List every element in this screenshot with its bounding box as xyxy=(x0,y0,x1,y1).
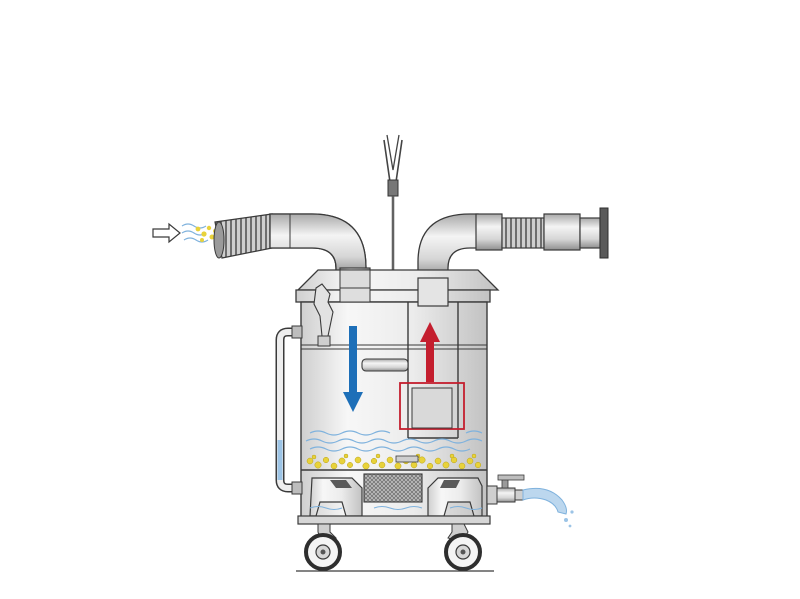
separator-grate xyxy=(301,455,487,503)
caster-wheel-right xyxy=(444,523,482,571)
lid-latch xyxy=(313,283,334,347)
inlet-arrow-icon xyxy=(152,222,181,244)
drain-liquid-stream xyxy=(522,487,574,528)
liquid-level xyxy=(305,430,483,452)
grounding-clamp xyxy=(383,134,403,270)
outlet-elbow-pipe xyxy=(417,213,479,279)
exhaust-silencer xyxy=(475,207,609,259)
airflow-up-arrow-icon xyxy=(420,322,440,382)
airflow-down-arrow-icon xyxy=(343,326,363,412)
inlet-debris-stream xyxy=(181,223,217,243)
internal-baffle-bar xyxy=(361,358,409,372)
caster-wheel-left xyxy=(304,523,342,571)
drain-valve xyxy=(486,474,525,505)
outlet-inner-tube xyxy=(407,277,459,439)
base-frame xyxy=(297,515,491,525)
collected-debris xyxy=(306,453,482,470)
inlet-inner-tube xyxy=(339,287,371,303)
level-sight-tube xyxy=(275,325,303,495)
inlet-hose xyxy=(213,213,273,259)
cartridge-filter xyxy=(399,382,465,430)
